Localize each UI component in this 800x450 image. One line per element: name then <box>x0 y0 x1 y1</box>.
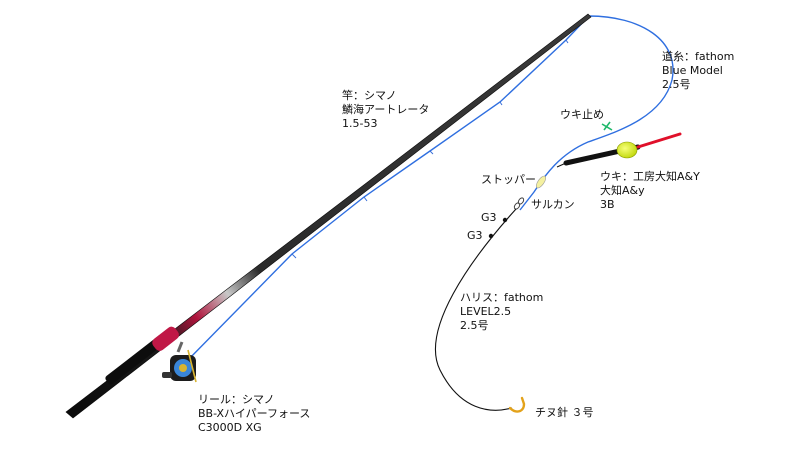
rod-label-line-2: 鱗海アートレータ <box>342 103 430 116</box>
float <box>556 132 682 168</box>
float-stop-label: ウキ止め <box>560 108 604 122</box>
split-shot-1-label: G3 <box>481 211 497 225</box>
main-line <box>185 15 674 363</box>
float-label-line-2: 大知A&y <box>600 184 645 197</box>
rod-label: 竿：シマノ 鱗海アートレータ 1.5-53 <box>342 89 429 131</box>
float-stop-label-line-1: ウキ止め <box>560 108 604 121</box>
leader-label-line-3: 2.5号 <box>460 319 489 332</box>
hook <box>508 396 526 413</box>
leader-label: ハリス：fathom LEVEL2.5 2.5号 <box>460 291 543 333</box>
leader-label-line-2: LEVEL2.5 <box>460 305 512 318</box>
float-label: ウキ：工房大知A&Y 大知A&y 3B <box>600 170 700 212</box>
reel <box>162 341 197 383</box>
main-line-label-line-3: 2.5号 <box>662 78 691 91</box>
main-line-label: 道糸：fathom Blue Model 2.5号 <box>662 50 734 92</box>
rod-accent-winding <box>152 326 179 351</box>
stopper-label: ストッパー <box>481 173 536 187</box>
reel-label: リール：シマノ BB-Xハイパーフォース C3000D XG <box>198 393 310 435</box>
swivel-label-line-1: サルカン <box>531 198 575 211</box>
rod-grip <box>105 334 167 385</box>
split-shot-2-label: G3 <box>467 229 483 243</box>
split-shot-2 <box>488 233 494 239</box>
float-label-line-1: ウキ：工房大知A&Y <box>600 170 700 183</box>
rod-label-line-3: 1.5-53 <box>342 117 378 130</box>
split-shot-1 <box>502 217 508 223</box>
swivel-label: サルカン <box>531 198 575 212</box>
split-shot-2-label-line-1: G3 <box>467 229 483 242</box>
rod-guides <box>291 39 569 259</box>
reel-label-line-1: リール：シマノ <box>198 393 275 406</box>
float-label-line-3: 3B <box>600 198 615 211</box>
stopper-label-line-1: ストッパー <box>481 173 536 186</box>
leader-line <box>435 208 517 411</box>
hook-label-line-1: チヌ針 ３号 <box>535 406 594 419</box>
hook-label: チヌ針 ３号 <box>535 406 594 420</box>
split-shot-1-label-line-1: G3 <box>481 211 497 224</box>
stopper <box>535 175 547 189</box>
main-line-label-line-1: 道糸：fathom <box>662 50 735 63</box>
rod <box>65 13 592 419</box>
reel-label-line-2: BB-Xハイパーフォース <box>198 407 311 420</box>
leader-label-line-1: ハリス：fathom <box>460 291 544 304</box>
main-line-label-line-2: Blue Model <box>662 64 723 77</box>
rod-label-line-1: 竿：シマノ <box>342 89 397 102</box>
float-stop-knot <box>601 121 613 131</box>
reel-label-line-3: C3000D XG <box>198 421 262 434</box>
swivel <box>513 197 525 210</box>
